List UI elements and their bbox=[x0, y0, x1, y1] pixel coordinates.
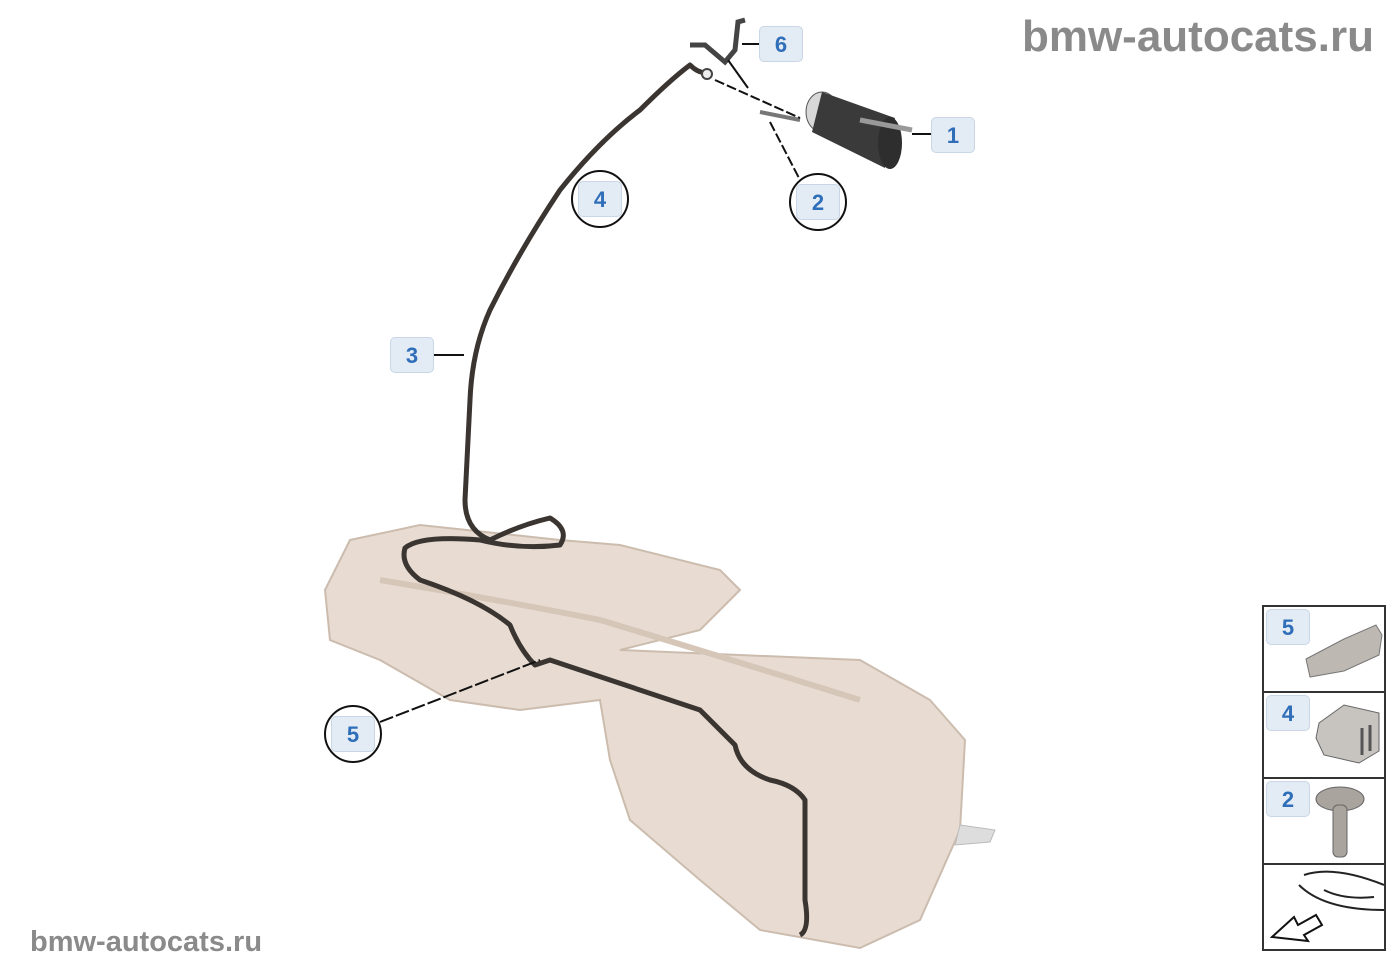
hex-bolt-icon bbox=[1315, 786, 1365, 858]
callout-1[interactable]: 1 bbox=[931, 117, 975, 153]
side-item-hex-bolt[interactable]: 2 bbox=[1264, 779, 1384, 865]
fuel-filter bbox=[759, 91, 913, 169]
fuel-pipe bbox=[401, 62, 810, 938]
side-label-2: 2 bbox=[1266, 781, 1310, 817]
watermark-top: bmw-autocats.ru bbox=[1021, 12, 1374, 61]
callout-4[interactable]: 4 bbox=[578, 181, 622, 217]
callout-3[interactable]: 3 bbox=[390, 337, 434, 373]
watermark-bottom: bmw-autocats.ru bbox=[30, 926, 263, 958]
callout-2[interactable]: 2 bbox=[796, 184, 840, 220]
vehicle-orientation-icon bbox=[1269, 870, 1384, 943]
callout-6[interactable]: 6 bbox=[759, 26, 803, 62]
clip-holder-icon bbox=[1305, 624, 1383, 678]
side-label-4: 4 bbox=[1266, 695, 1310, 731]
side-item-pipe-clip[interactable]: 4 bbox=[1264, 693, 1384, 779]
side-item-vehicle-orientation[interactable] bbox=[1264, 865, 1384, 949]
side-label-5: 5 bbox=[1266, 609, 1310, 645]
parts-side-panel: 5 4 2 bbox=[1262, 605, 1386, 951]
pipe-clip-icon bbox=[1315, 704, 1380, 764]
callout-circle-2: 2 bbox=[789, 173, 847, 231]
side-item-clip-holder[interactable]: 5 bbox=[1264, 607, 1384, 693]
callout-circle-4: 4 bbox=[571, 170, 629, 228]
callout-5[interactable]: 5 bbox=[331, 716, 375, 752]
callout-circle-5: 5 bbox=[324, 705, 382, 763]
